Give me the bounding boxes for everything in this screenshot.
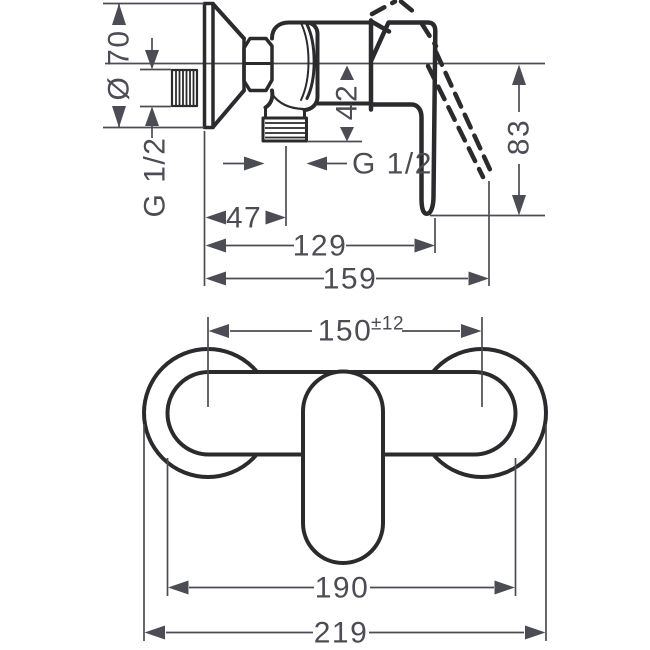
front-view: 150 ±12 190 219 [142, 314, 548, 650]
dim-label-outlet-drop: 42 [331, 84, 364, 120]
dim-label-outlet-depth: 47 [226, 202, 262, 235]
dim-connection-centers: 150 ±12 [207, 314, 483, 407]
dim-label-connection-centers: 150 [318, 315, 373, 348]
dim-label-body-width: 190 [315, 572, 370, 605]
side-view: Ø 70 G 1/2 42 G 1/2 [103, 0, 545, 296]
dim-label-total-width: 219 [314, 617, 369, 650]
valve-body [304, 18, 374, 112]
front-handle [301, 369, 385, 565]
lever-handle-alt-position [369, 0, 495, 180]
dim-label-handle-height: 83 [503, 119, 536, 155]
union-nut [242, 36, 274, 93]
dim-label-escutcheon-diameter: Ø 70 [103, 29, 136, 100]
dim-outlet-thread: G 1/2 [223, 148, 433, 181]
dim-escutcheon-diameter: Ø 70 [103, 2, 204, 129]
lever-handle [369, 19, 438, 217]
dim-label-body-depth: 129 [293, 230, 348, 263]
dim-label-outlet-thread: G 1/2 [352, 148, 433, 181]
dim-inlet-thread: G 1/2 [139, 38, 172, 217]
dim-body-width: 190 [166, 458, 517, 605]
dim-label-inlet-thread: G 1/2 [139, 137, 172, 218]
dim-handle-height: 83 [430, 64, 545, 217]
dim-label-connection-tolerance: ±12 [371, 314, 404, 335]
dim-total-width: 219 [143, 424, 547, 650]
dim-total-depth: 159 [205, 181, 490, 296]
dim-outlet-drop: 42 [307, 65, 364, 143]
escutcheon [202, 1, 246, 130]
dim-body-depth: 129 [205, 218, 436, 263]
dim-label-total-depth: 159 [323, 263, 378, 296]
inlet-nipple [170, 68, 199, 108]
outlet-connection [261, 106, 308, 143]
dim-outlet-depth: 47 [205, 146, 287, 235]
